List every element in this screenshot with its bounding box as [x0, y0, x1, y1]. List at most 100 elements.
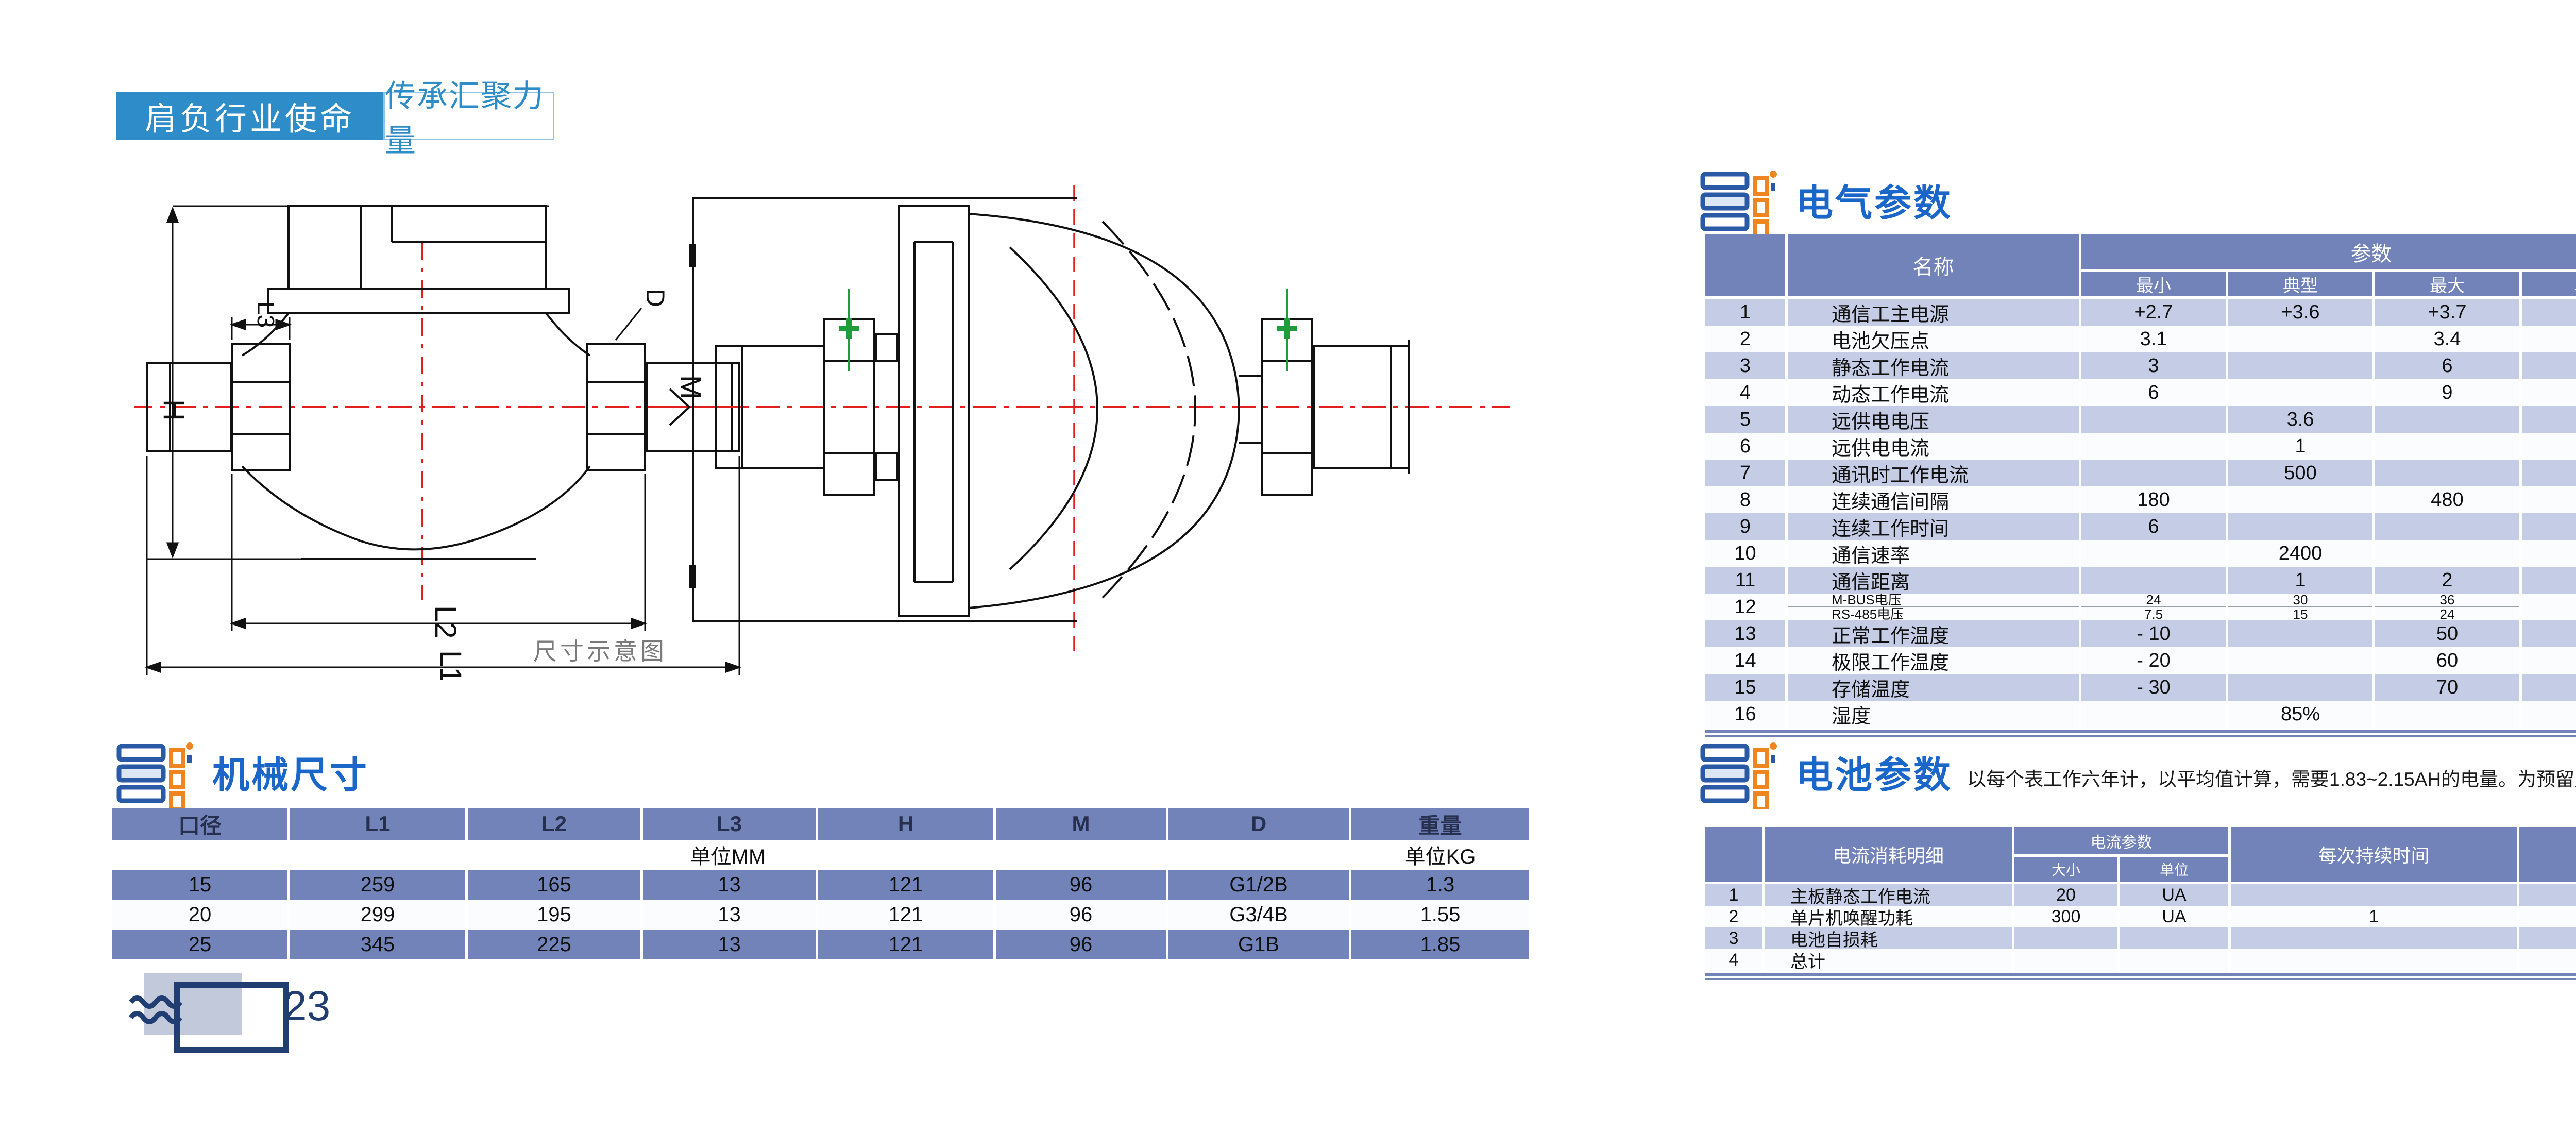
header-cell-name: 名称: [1788, 234, 2079, 296]
header-cell-size: 大小: [2014, 857, 2117, 882]
cell-index: 15: [1705, 674, 1785, 701]
slogan-secondary: 传承汇聚力量: [383, 79, 554, 158]
cell-max: 9: [2375, 379, 2519, 406]
cell-index: 14: [1705, 647, 1785, 674]
dim-label-l2: L2: [429, 605, 462, 639]
cell-index: 1: [1705, 884, 1762, 906]
header-cell-typ: 典型: [2228, 272, 2372, 296]
cell-name: 湿度: [1788, 701, 2079, 728]
cell-typ: [2228, 513, 2372, 540]
cell-interval: 每天172800次: [2519, 906, 2576, 927]
cell-index: 3: [1705, 927, 1762, 949]
cell-unit: UA: [2522, 379, 2576, 406]
dim-label-l3: L3: [252, 301, 279, 328]
mechanical-dimensions-table: 口径 L1 L2 L3 H M D 重量 单位MM 单位KG 15 259 16…: [112, 808, 1529, 959]
cell-unit: MS: [2522, 486, 2576, 513]
battery-description: 以每个表工作六年计，以平均值计算，需要1.83~2.15AH的电量。为预留足够输…: [1967, 769, 2576, 790]
page-number: 23: [283, 983, 331, 1029]
cell-max: 70: [2375, 674, 2519, 701]
table-row: 13 正常工作温度 - 10 50 ℃: [1705, 620, 2576, 647]
dim-label-m: M: [675, 375, 707, 399]
electrical-parameters-table: 名称 参数 最小 典型 最大 单位 备注 1 通信工主电源 +2.7 +3.6 …: [1705, 234, 2576, 737]
cell-name: 连续工作时间: [1788, 513, 2079, 540]
cell-unit: ℃: [2522, 674, 2576, 701]
cell-name: 通信速率: [1788, 540, 2079, 567]
header-cell-duration: 每次持续时间: [2231, 827, 2517, 882]
cell-name: 远供电电流: [1788, 433, 2079, 460]
section-header-battery: 电池参数 以每个表工作六年计，以平均值计算，需要1.83~2.15AH的电量。为…: [1700, 742, 2576, 809]
cell-min: [2081, 701, 2226, 728]
cell-index: 8: [1705, 486, 1785, 513]
cell-min: - 20: [2081, 647, 2226, 674]
mechanical-table-body: 15 259 165 13 121 96 G1/2B 1.3 20 299 19…: [112, 870, 1529, 959]
cell-unit: BD: [2522, 540, 2576, 567]
table-row: 10 通信速率 2400 BD: [1705, 540, 2576, 567]
unit-kg-label: 单位KG: [1351, 840, 1529, 870]
cell-min: 3: [2081, 352, 2226, 379]
cell-index: 12: [1705, 594, 1785, 620]
cell-typ: +3.6: [2228, 299, 2372, 326]
cell-unit: V: [2522, 299, 2576, 326]
cell-max: +3.7: [2375, 299, 2519, 326]
cell-min: +2.7: [2081, 299, 2226, 326]
table-row: 11 通信距离 1 2 KM 与负载数目有关: [1705, 567, 2576, 594]
cell-index: 6: [1705, 433, 1785, 460]
cell-detail: 总计: [1765, 949, 2012, 971]
table-row: 14 极限工作温度 - 20 60 ℃: [1705, 647, 2576, 674]
header-cell-min: 最小: [2081, 272, 2226, 296]
cell-duration: [2231, 949, 2517, 971]
header-cell-detail: 电流消耗明细: [1765, 827, 2012, 882]
table-row: 15 259 165 13 121 96 G1/2B 1.3: [112, 870, 1529, 900]
cell-typ: 500: [2228, 460, 2372, 486]
battery-table-header: 电流消耗明细 电流参数 大小 单位 每次持续时间 每次时间间隔 每年功耗(AH): [1705, 827, 2576, 882]
cell-max: [2375, 701, 2519, 728]
table-row: 3 静态工作电流 3 6 UA: [1705, 352, 2576, 379]
electrical-table-body: 1 通信工主电源 +2.7 +3.6 +3.7 V 2 电池欠压点 3.1 3.…: [1705, 299, 2576, 728]
cell-name: 极限工作温度: [1788, 647, 2079, 674]
battery-table-body: 1 主板静态工作电流 20 UA 0.2 2 单片机唤醒功耗 300 UA 1 …: [1705, 884, 2576, 971]
table-end-line: [1705, 973, 2576, 980]
cell-index: 2: [1705, 906, 1762, 927]
cell-interval: [2519, 884, 2576, 906]
table-row: 4 动态工作电流 6 9 UA: [1705, 379, 2576, 406]
cell-index: 7: [1705, 460, 1785, 486]
cell-name: 通信距离: [1788, 567, 2079, 594]
waves-icon: [129, 995, 182, 1024]
cell-detail: 主板静态工作电流: [1765, 884, 2012, 906]
cell-name: 远供电电压: [1788, 406, 2079, 433]
cell-typ: 2400: [2228, 540, 2372, 567]
cell-min: [2081, 460, 2226, 486]
header-cell-param-group: 电流参数: [2014, 827, 2228, 854]
cell-max: 60: [2375, 647, 2519, 674]
cell-unit: MA: [2522, 433, 2576, 460]
cell-unit: [2522, 701, 2576, 728]
dimension-drawing-top-view: M: [665, 180, 1520, 657]
cell-index: 9: [1705, 513, 1785, 540]
cell-index: 10: [1705, 540, 1785, 567]
cell-duration: 1: [2231, 906, 2517, 927]
table-row: 2 单片机唤醒功耗 300 UA 1 每天172800次 0.0053: [1705, 906, 2576, 927]
header-cell: M: [996, 808, 1166, 840]
cell-name: 连续通信间隔: [1788, 486, 2079, 513]
table-row: 25 345 225 13 121 96 G1B 1.85: [112, 930, 1529, 959]
cell-min: [2081, 567, 2226, 594]
cell-min: 6: [2081, 513, 2226, 540]
cell-min: [2081, 433, 2226, 460]
cell-size: [2014, 927, 2117, 949]
cell-typ: 1: [2228, 433, 2372, 460]
cell-typ: 85%: [2228, 701, 2372, 728]
cell-unit: KM: [2522, 567, 2576, 594]
table-row: 8 连续通信间隔 180 480 MS: [1705, 486, 2576, 513]
cell-typ: [2228, 674, 2372, 701]
section-title-battery: 电池参数: [1796, 755, 1953, 796]
cell-max: 480: [2375, 486, 2519, 513]
header-cell-index: [1705, 234, 1785, 296]
page-marker-left: 23: [129, 968, 366, 1055]
cell-min: 180: [2081, 486, 2226, 513]
table-row: 20 299 195 13 121 96 G3/4B 1.55: [112, 900, 1529, 930]
cell-size: 20: [2014, 884, 2117, 906]
